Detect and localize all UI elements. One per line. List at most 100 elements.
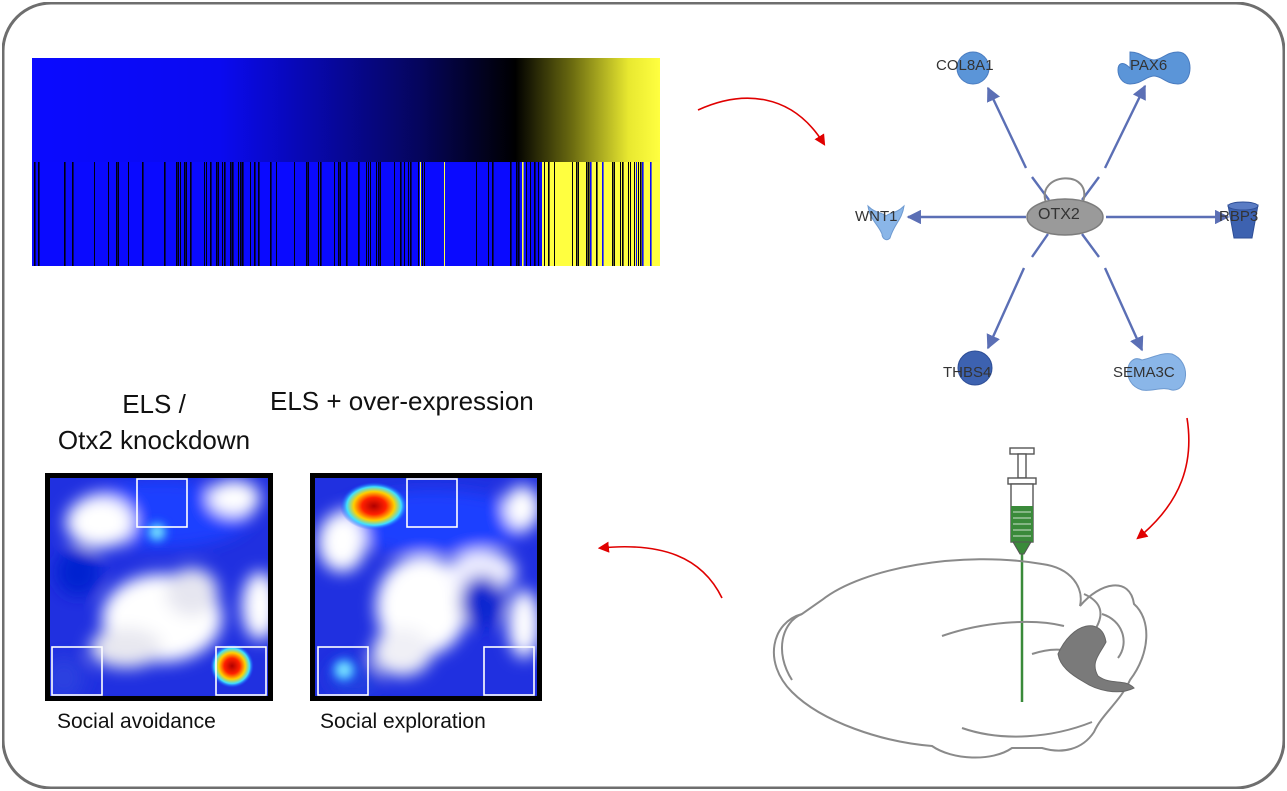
- barcode-line: [94, 162, 95, 266]
- barcode-line: [538, 162, 539, 266]
- barcode-line: [306, 162, 308, 266]
- wnt1-label: WNT1: [855, 208, 898, 225]
- otx2-hub-node: [1026, 198, 1104, 236]
- zone-box-bottom-right: [215, 646, 267, 696]
- barcode-line: [186, 162, 187, 266]
- barcode-line: [240, 162, 242, 266]
- barcode-line: [72, 162, 74, 266]
- barcode-line: [650, 162, 652, 266]
- zone-box-bottom-right: [483, 646, 535, 696]
- barcode-line: [180, 162, 181, 266]
- zone-box-bottom-left: [51, 646, 103, 696]
- barcode-line: [534, 162, 536, 266]
- barcode-line: [370, 162, 371, 266]
- barcode-line: [420, 162, 421, 266]
- barcode-line: [518, 162, 520, 266]
- barcode-line: [576, 162, 578, 266]
- barcode-line: [492, 162, 494, 266]
- barcode-line: [380, 162, 381, 266]
- barcode-line: [270, 162, 272, 266]
- barcode-line: [340, 162, 341, 266]
- edge-otx2-thbs4: [988, 233, 1049, 348]
- barcode-line: [206, 162, 207, 266]
- barcode-line: [118, 162, 119, 266]
- barcode-line: [184, 162, 186, 266]
- barcode-line: [242, 162, 244, 266]
- barcode-line: [522, 162, 524, 266]
- barcode-line: [164, 162, 166, 266]
- barcode-line: [294, 162, 295, 266]
- barcode-line: [640, 162, 642, 266]
- otx2-network: [867, 51, 1259, 391]
- barcode-line: [376, 162, 377, 266]
- barcode-line: [476, 162, 477, 266]
- self-loop-otx2: [1043, 177, 1086, 206]
- barcode-line: [368, 162, 369, 266]
- rbp3-node-rim: [1227, 201, 1259, 211]
- barcode-line: [636, 162, 637, 266]
- barcode-line: [204, 162, 205, 266]
- barcode-line: [190, 162, 192, 266]
- right-panel-header: ELS + over-expression: [270, 386, 534, 416]
- barcode-line: [222, 162, 223, 266]
- barcode-line: [318, 162, 319, 266]
- zone-box-top: [136, 478, 188, 528]
- barcode-line: [620, 162, 621, 266]
- barcode-line: [64, 162, 66, 266]
- barcode-line: [218, 162, 219, 266]
- barcode-line: [548, 162, 550, 266]
- barcode-line: [630, 162, 631, 266]
- barcode-line: [232, 162, 234, 266]
- barcode-line: [250, 162, 251, 266]
- barcode-line: [488, 162, 489, 266]
- barcode-line: [254, 162, 256, 266]
- barcode-line: [422, 162, 423, 266]
- zone-box-bottom-left: [317, 646, 369, 696]
- barcode-line: [410, 162, 412, 266]
- heatmap-barcode-lines: [34, 162, 652, 266]
- barcode-line: [320, 162, 322, 266]
- barcode-line: [308, 162, 309, 266]
- pax6-node: [1117, 51, 1191, 85]
- barcode-line: [590, 162, 592, 266]
- barcode-line: [38, 162, 40, 266]
- thbs4-node: [957, 350, 993, 386]
- cerebellum-dark-region: [1057, 625, 1135, 693]
- barcode-line: [394, 162, 395, 266]
- wnt1-node: [867, 204, 905, 241]
- expression-heatmap: [32, 58, 660, 266]
- red-arrow-brain-to-behavior: [597, 541, 723, 599]
- sema3c-node: [1127, 353, 1186, 391]
- barcode-line: [178, 162, 179, 266]
- barcode-line: [642, 162, 644, 266]
- barcode-line: [588, 162, 590, 266]
- barcode-line: [338, 162, 340, 266]
- left-panel-caption: Social avoidance: [57, 710, 216, 733]
- red-arrow-heatmap-to-network: [697, 97, 826, 146]
- barcode-line: [224, 162, 226, 266]
- behavior-heatmap-left: [45, 473, 273, 701]
- barcode-line: [346, 162, 348, 266]
- barcode-line: [258, 162, 260, 266]
- barcode-line: [614, 162, 615, 266]
- col8a1-label: COL8A1: [936, 57, 994, 74]
- barcode-line: [418, 162, 419, 266]
- barcode-line: [108, 162, 109, 266]
- barcode-line: [358, 162, 360, 266]
- barcode-line: [34, 162, 36, 266]
- red-arrow-network-to-brain: [1136, 417, 1190, 540]
- edge-otx2-sema3c: [1081, 233, 1142, 350]
- zone-box-top: [406, 478, 458, 528]
- pax6-label: PAX6: [1130, 57, 1168, 74]
- right-panel-caption: Social exploration: [320, 710, 486, 733]
- thbs4-label: THBS4: [943, 364, 992, 381]
- barcode-line: [572, 162, 573, 266]
- barcode-line: [634, 162, 635, 266]
- barcode-line: [238, 162, 239, 266]
- barcode-line: [602, 162, 604, 266]
- col8a1-node: [956, 51, 990, 85]
- barcode-line: [530, 162, 531, 266]
- barcode-line: [510, 162, 512, 266]
- barcode-line: [622, 162, 624, 266]
